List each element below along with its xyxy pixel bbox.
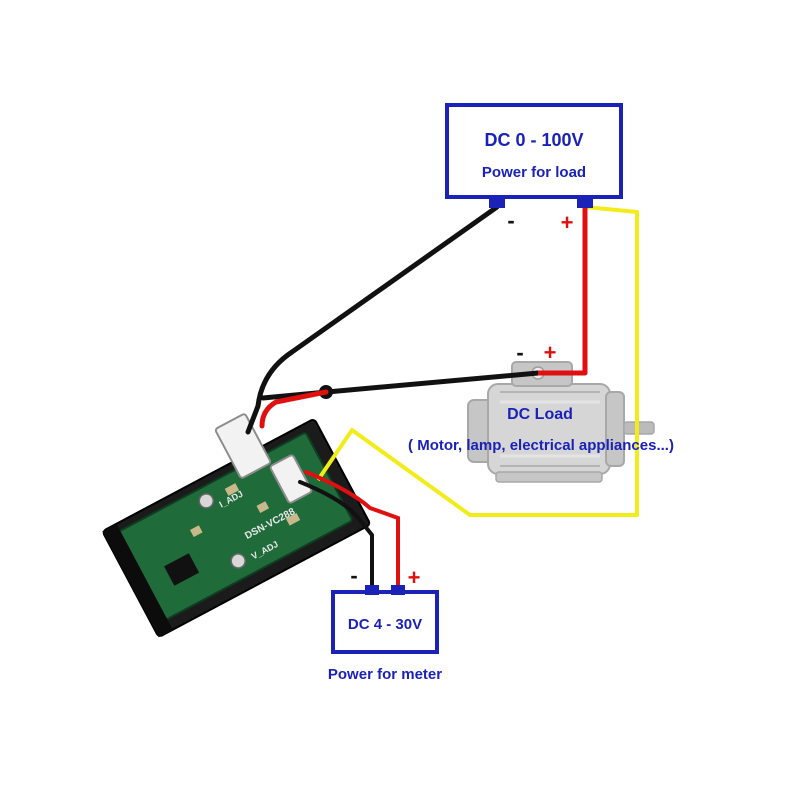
red-wire-meter-loop (259, 389, 329, 429)
load-power-supply-box: DC 0 - 100V Power for load (445, 103, 623, 208)
black-wire-meter-power (298, 480, 374, 594)
load-supply-plus-terminal (577, 196, 593, 208)
motor-icon (467, 361, 655, 483)
meter-supply-title: DC 4 - 30V (348, 616, 422, 633)
red-wire-load-plus (538, 207, 588, 376)
load-supply-subtitle: Power for load (482, 164, 586, 181)
dc-load-plus-sign: + (544, 340, 557, 365)
yellow-sense-wire (316, 205, 639, 517)
dc-load-title: DC Load (507, 406, 573, 423)
red-wire-meter-power (304, 470, 400, 594)
meter-connector-side (269, 454, 313, 504)
meter-supply-plus-sign: + (408, 565, 421, 590)
dc-load-subtitle: ( Motor, lamp, electrical appliances...) (408, 437, 674, 454)
load-supply-minus-sign: - (507, 208, 514, 233)
meter-supply-plus-terminal (391, 585, 405, 595)
dc-load-minus-sign: - (516, 340, 523, 365)
meter-supply-minus-terminal (365, 585, 379, 595)
meter-supply-minus-sign: - (350, 563, 357, 588)
black-wire-load-minus (245, 204, 500, 435)
meter-power-supply-box: DC 4 - 30V (331, 585, 439, 654)
meter-supply-caption: Power for meter (328, 666, 442, 683)
load-supply-title: DC 0 - 100V (484, 130, 583, 150)
meter-connector-top (214, 413, 272, 479)
load-supply-plus-sign: + (561, 210, 574, 235)
load-supply-minus-terminal (489, 196, 505, 208)
